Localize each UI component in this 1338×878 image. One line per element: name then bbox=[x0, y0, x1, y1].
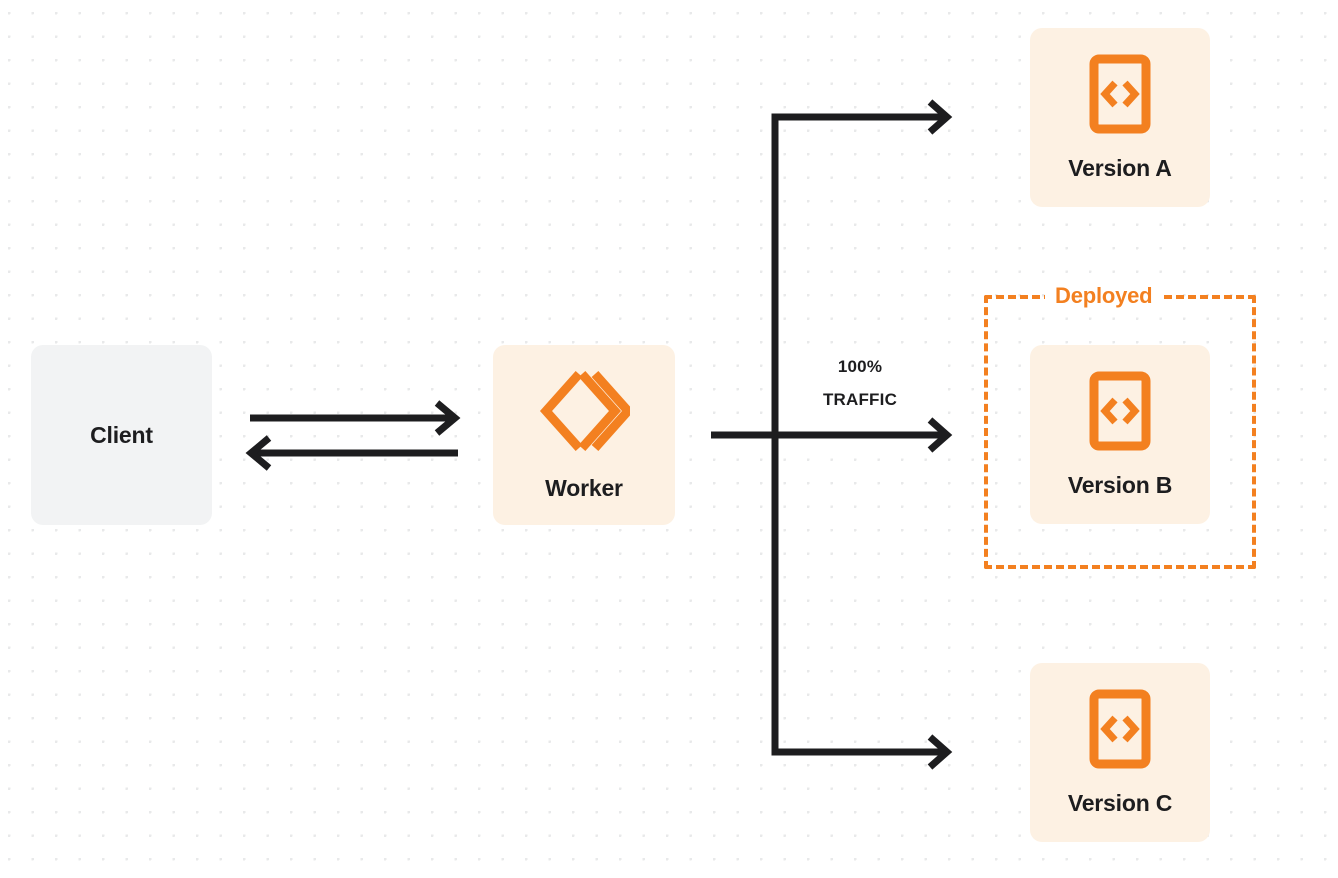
arrow-worker-to-client bbox=[245, 435, 458, 471]
node-client[interactable]: Client bbox=[31, 345, 212, 525]
node-worker[interactable]: Worker bbox=[493, 345, 675, 525]
traffic-percent: 100% bbox=[782, 350, 938, 383]
arrow-worker-to-version-c bbox=[771, 435, 953, 770]
deployed-frame bbox=[984, 295, 1256, 569]
node-version-a[interactable]: Version A bbox=[1030, 28, 1210, 207]
cloudflare-workers-logo-icon bbox=[538, 368, 635, 459]
code-brackets-icon bbox=[1089, 54, 1151, 139]
version-a-label: Version A bbox=[1068, 154, 1172, 181]
client-label: Client bbox=[90, 421, 153, 448]
version-c-label: Version C bbox=[1067, 789, 1173, 816]
arrow-worker-to-version-b bbox=[711, 417, 953, 453]
arrow-client-to-worker bbox=[250, 400, 461, 436]
traffic-unit: TRAFFIC bbox=[782, 383, 938, 416]
code-brackets-icon bbox=[1089, 371, 1151, 456]
node-version-c[interactable]: Version C bbox=[1030, 663, 1210, 842]
deployed-label: Deployed bbox=[1045, 283, 1163, 309]
code-brackets-icon bbox=[1089, 689, 1151, 774]
version-b-label: Version B bbox=[1067, 471, 1173, 498]
node-version-b[interactable]: Version B bbox=[1030, 345, 1210, 524]
worker-label: Worker bbox=[545, 475, 623, 501]
traffic-label: 100% TRAFFIC bbox=[782, 350, 938, 416]
